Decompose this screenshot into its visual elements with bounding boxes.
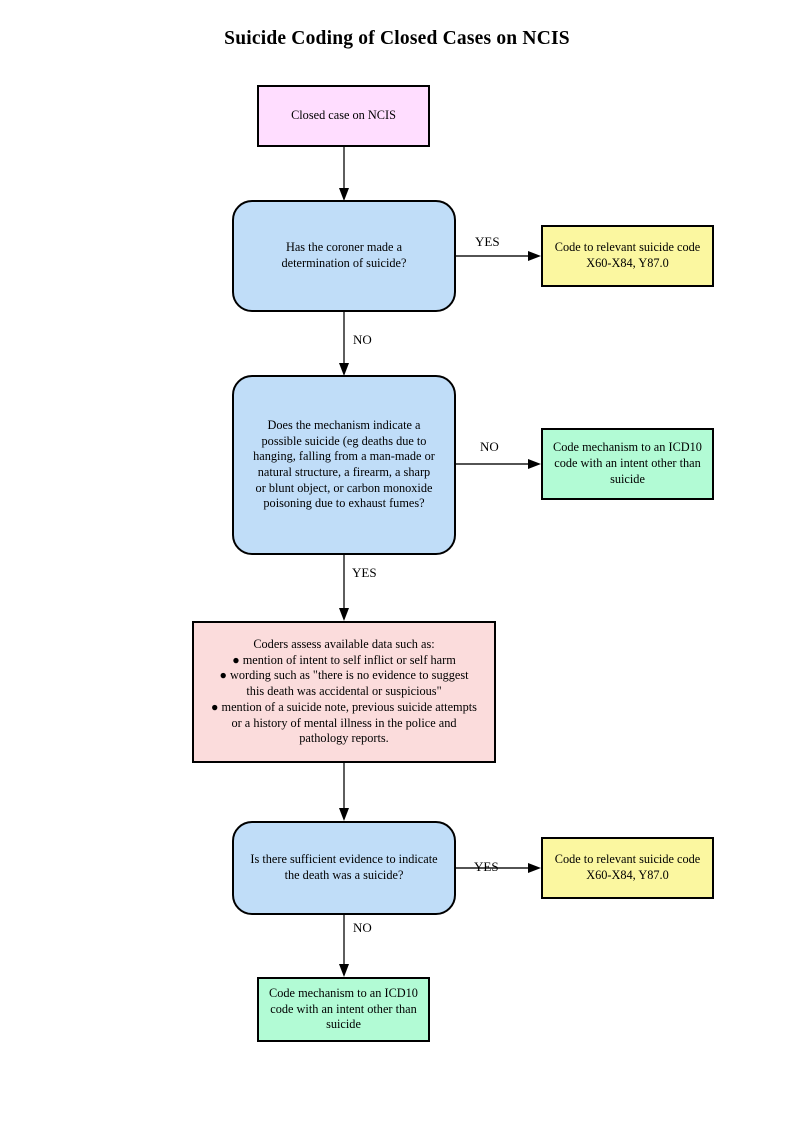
node-decision-coroner-determination[interactable]: Has the coroner made a determination of … bbox=[232, 200, 456, 312]
edge-start-to-decision1 bbox=[339, 147, 349, 201]
node-action-code-icd10-1[interactable]: Code mechanism to an ICD10 code with an … bbox=[541, 428, 714, 500]
node-label: Closed case on NCIS bbox=[291, 108, 396, 123]
page-title: Suicide Coding of Closed Cases on NCIS bbox=[224, 28, 570, 49]
node-label: Code mechanism to an ICD10 code with an … bbox=[269, 985, 418, 1032]
node-label: Code to relevant suicide code X60-X84, Y… bbox=[554, 852, 701, 882]
node-label: Does the mechanism indicate a possible s… bbox=[253, 417, 435, 511]
edge-process-to-decision3 bbox=[339, 763, 349, 821]
edge-decision2-yes bbox=[339, 555, 349, 621]
node-action-code-suicide-1[interactable]: Code to relevant suicide code X60-X84, Y… bbox=[541, 225, 714, 287]
edge-decision2-no bbox=[456, 459, 541, 469]
edge-label-decision3-no: NO bbox=[353, 920, 372, 935]
edge-label-decision1-yes: YES bbox=[475, 234, 500, 249]
edge-decision3-yes bbox=[456, 863, 541, 873]
node-closed-case-on-ncis[interactable]: Closed case on NCIS bbox=[257, 85, 430, 147]
edge-label-decision2-no: NO bbox=[480, 439, 499, 454]
node-label: Has the coroner made a determination of … bbox=[281, 240, 407, 270]
edge-label-decision3-yes: YES bbox=[474, 859, 499, 874]
node-action-code-suicide-2[interactable]: Code to relevant suicide code X60-X84, Y… bbox=[541, 837, 714, 899]
node-label: Code mechanism to an ICD10 code with an … bbox=[553, 440, 702, 486]
node-decision-sufficient-evidence[interactable]: Is there sufficient evidence to indicate… bbox=[232, 821, 456, 915]
node-decision-mechanism-indicates-suicide[interactable]: Does the mechanism indicate a possible s… bbox=[232, 375, 456, 555]
edge-decision3-no bbox=[339, 915, 349, 977]
node-label: Is there sufficient evidence to indicate… bbox=[250, 852, 438, 882]
node-label: Coders assess available data such as: ● … bbox=[211, 636, 477, 746]
node-process-coders-assess-data[interactable]: Coders assess available data such as: ● … bbox=[192, 621, 496, 763]
node-label: Code to relevant suicide code X60-X84, Y… bbox=[554, 240, 701, 270]
node-action-code-icd10-2[interactable]: Code mechanism to an ICD10 code with an … bbox=[257, 977, 430, 1042]
edge-label-decision1-no: NO bbox=[353, 332, 372, 347]
edge-decision1-no bbox=[339, 312, 349, 376]
edge-label-decision2-yes: YES bbox=[352, 565, 377, 580]
edge-decision1-yes bbox=[456, 251, 541, 261]
